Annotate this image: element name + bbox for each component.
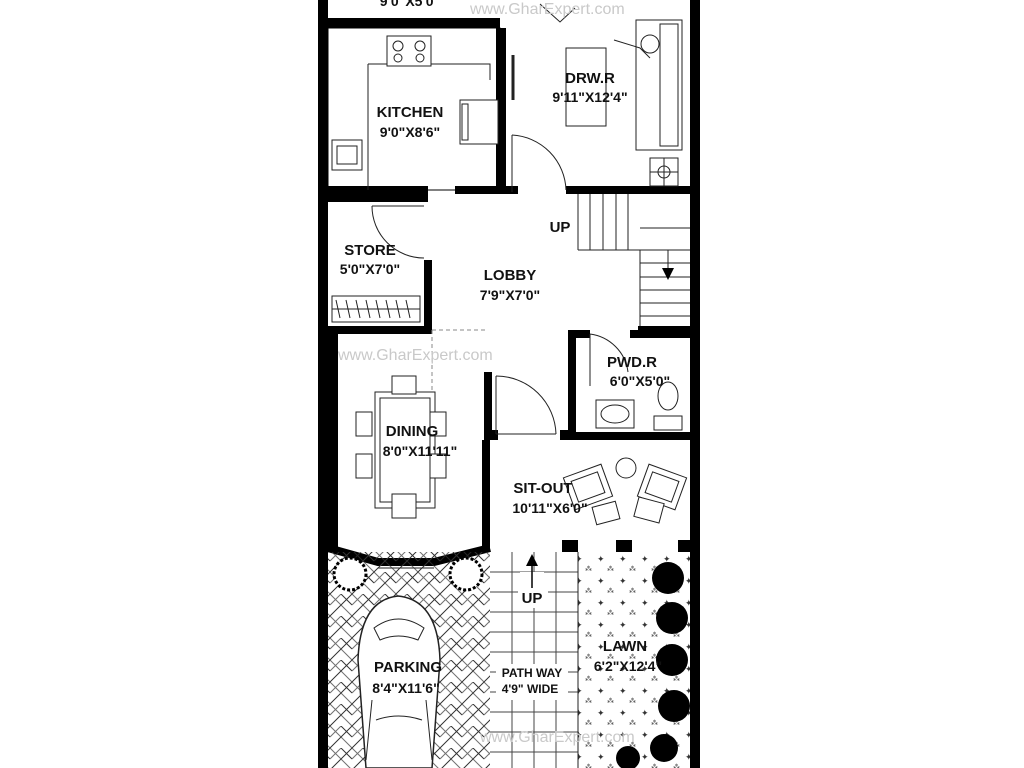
entry-arrow-icon xyxy=(526,554,538,566)
tree-icon xyxy=(616,562,690,768)
sitout-area: SIT-OUT 10'11"X6'0" xyxy=(512,457,700,552)
lobby-label: LOBBY xyxy=(484,267,537,284)
washbasin-icon xyxy=(595,399,635,429)
staircase: UP xyxy=(550,194,700,334)
dining-chair-icon xyxy=(355,375,447,519)
watermark-top: www.GharExpert.com xyxy=(469,1,625,18)
lawn-area: LAWN 6'2"X12'4" xyxy=(577,552,690,768)
store-door-swing xyxy=(371,205,425,259)
drawing-room: DRW.R 9'11"X12'4" xyxy=(506,3,690,194)
powder-room: PWD.R 6'0"X5'0" xyxy=(560,330,690,440)
store-room: STORE 5'0"X7'0" xyxy=(328,194,432,334)
kitchen-room: KITCHEN 9'0"X8'6" xyxy=(327,27,506,194)
kitchen-label: KITCHEN xyxy=(377,104,444,121)
sitout-door-swing xyxy=(495,375,557,435)
car-icon xyxy=(357,595,441,768)
stove-icon xyxy=(386,35,432,67)
parking-label: PARKING xyxy=(374,659,442,676)
pathway-label: PATH WAY xyxy=(502,666,562,680)
parking-dim: 8'4"X11'6" xyxy=(372,680,439,696)
powder-dim: 6'0"X5'0" xyxy=(610,373,670,389)
dining-room: DINING 8'0"X11'11" xyxy=(326,334,491,569)
dining-table-icon xyxy=(374,391,436,509)
stair-arrow-icon xyxy=(662,268,674,280)
top-room-dim: 9'0"X5'0" xyxy=(380,0,440,9)
watermark-middle: www.GharExpert.com xyxy=(337,347,493,364)
outer-walls xyxy=(318,0,700,768)
sink-icon xyxy=(331,139,363,171)
pwd-door-swing xyxy=(589,333,629,386)
armchair-icon xyxy=(539,3,660,59)
door-swing xyxy=(511,134,567,192)
drawing-label: DRW.R xyxy=(565,70,615,87)
watermark-bottom: www.GharExpert.com xyxy=(479,729,635,746)
lawn-label: LAWN xyxy=(603,638,647,655)
shrub-icon xyxy=(332,556,484,592)
powder-label: PWD.R xyxy=(607,354,657,371)
dining-label: DINING xyxy=(386,423,439,440)
pathway-area: UP PATH WAY 4'9" WIDE xyxy=(490,552,578,768)
kitchen-dim: 9'0"X8'6" xyxy=(380,124,440,140)
sitout-dim: 10'11"X6'0" xyxy=(512,500,587,516)
store-label: STORE xyxy=(344,242,395,259)
drawing-dim: 9'11"X12'4" xyxy=(552,89,627,105)
dining-dim: 8'0"X11'11" xyxy=(383,443,457,459)
toilet-icon xyxy=(653,381,683,431)
pathway-dim: 4'9" WIDE xyxy=(502,682,559,696)
entry-up-label: UP xyxy=(522,590,543,607)
parking-area: PARKING 8'4"X11'6" xyxy=(328,552,490,768)
lawn-dim: 6'2"X12'4" xyxy=(594,658,662,674)
center-table-icon xyxy=(565,47,607,127)
sitout-top-wall xyxy=(484,372,690,440)
top-room-partial: 9'0"X5'0" xyxy=(328,0,500,28)
lamp-icon xyxy=(649,157,679,187)
sofa-icon xyxy=(635,19,683,151)
stair-up-label: UP xyxy=(550,219,571,236)
fridge-icon xyxy=(459,99,499,145)
sitout-chair-icon xyxy=(562,457,688,526)
shelf-icon xyxy=(331,295,421,323)
lobby-dim: 7'9"X7'0" xyxy=(480,287,540,303)
sitout-label: SIT-OUT xyxy=(513,480,572,497)
store-dim: 5'0"X7'0" xyxy=(340,261,400,277)
